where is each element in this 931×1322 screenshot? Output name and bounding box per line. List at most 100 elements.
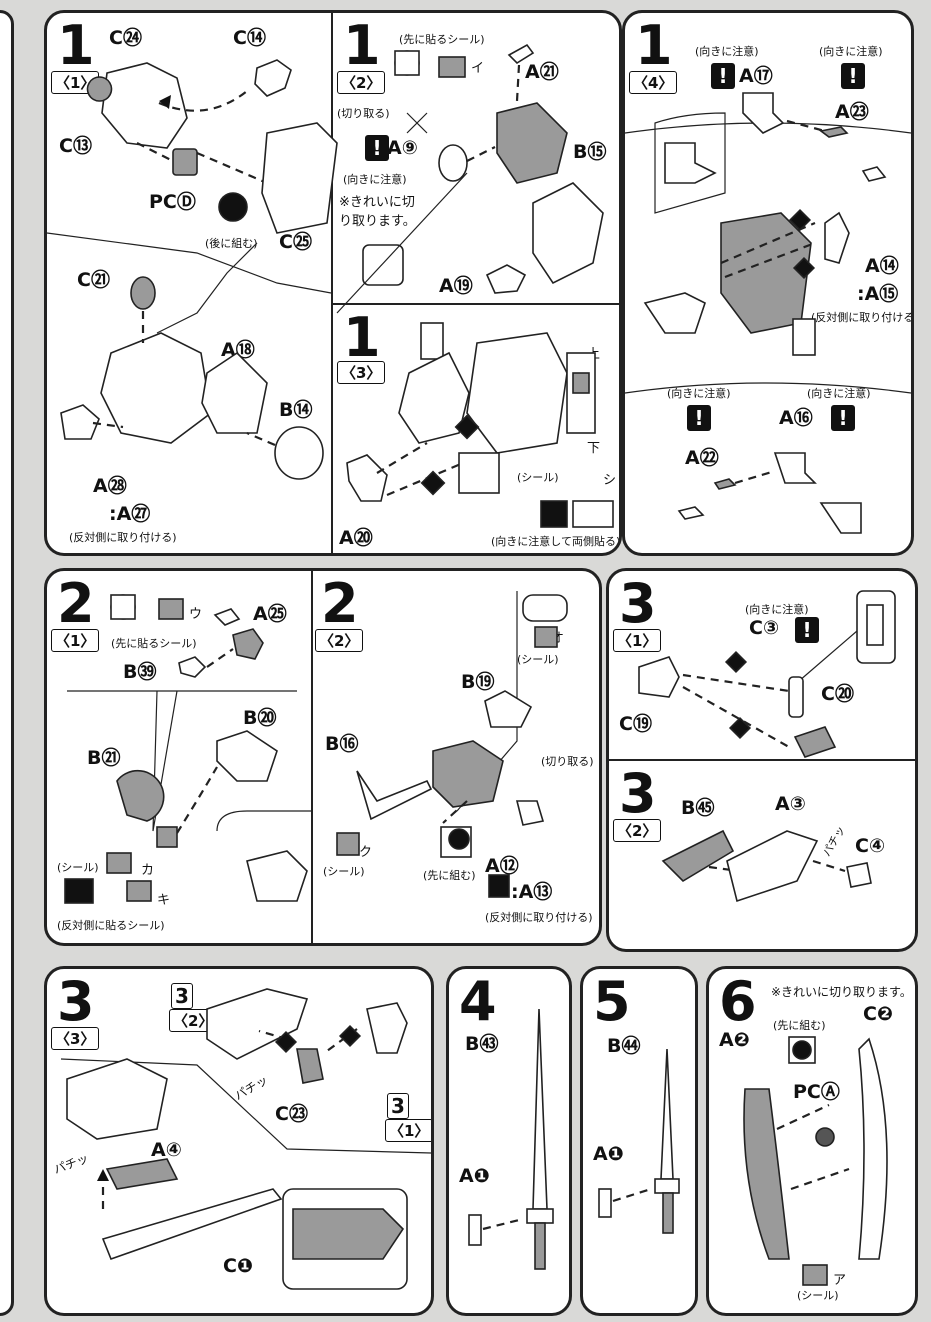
left-edge-panel <box>0 10 14 1316</box>
b15-part <box>496 102 568 184</box>
a-top-part <box>366 1002 408 1054</box>
a16-part <box>773 452 817 484</box>
part-label-b20: B⑳ <box>243 707 277 729</box>
sub-step: 〈2〉 <box>315 629 364 652</box>
note-opposite-sticker: (反対側に貼るシール) <box>57 919 165 932</box>
part-label-c4: C④ <box>855 835 886 857</box>
part-label-b39: B㊴ <box>123 661 157 683</box>
part-label-b16: B⑯ <box>325 733 359 755</box>
sticker-i: イ <box>471 61 485 76</box>
step-number: 6 <box>719 970 757 1033</box>
sticker-u: ウ <box>189 607 203 622</box>
part-label-a28: A㉘ <box>93 475 127 497</box>
part-label-b43: B㊸ <box>465 1033 499 1055</box>
part-label-b44: B㊹ <box>607 1035 641 1057</box>
part-label-b21: B㉑ <box>87 747 121 769</box>
part-label-a12: A⑫ <box>485 855 519 877</box>
note-orientation: (向きに注意) <box>819 45 883 58</box>
panel-step1-body: 1 〈1〉 C㉔ C⑭ C⑬ PCⒹ C㉕ (後に組む) C㉑ A⑱ B⑭ A㉘… <box>44 10 622 556</box>
a25-part <box>232 628 264 660</box>
step-number: 2 <box>57 572 95 635</box>
part-label-b19: B⑲ <box>461 671 495 693</box>
panel-step1-sub4: 1 〈4〉 (向きに注意) (向きに注意) A⑰ A㉓ A⑭ :A⑮ (反対側に… <box>622 10 914 556</box>
sticker-a: ア <box>833 1273 847 1288</box>
note-sticker: (シール) <box>517 653 559 666</box>
note-assemble-first: (先に組む) <box>773 1019 826 1032</box>
note-both-sides: (向きに注意して両側貼る) <box>491 535 621 548</box>
note-orientation: (向きに注意) <box>343 173 407 186</box>
step6-illustrations <box>743 1036 888 1286</box>
step-number: 3 <box>619 572 657 635</box>
warning-icon: ! <box>795 617 819 643</box>
warning-icon: ! <box>687 405 711 431</box>
part-label-a21: A㉑ <box>525 61 559 83</box>
part-label-b14: B⑭ <box>279 399 313 421</box>
shoulder-assembly <box>532 182 604 285</box>
a3-part <box>726 830 819 903</box>
part-label-a22: A㉒ <box>685 447 719 469</box>
part-label-a14: A⑭ <box>865 255 899 277</box>
part-label-a4: A④ <box>151 1139 182 1161</box>
part-label-c19: C⑲ <box>619 713 652 735</box>
step4-illustrations <box>468 1008 554 1270</box>
c2-wing <box>858 1037 888 1260</box>
part-label-a3: A③ <box>775 793 806 815</box>
b20-part <box>216 730 278 782</box>
part-label-c14: C⑭ <box>233 27 266 49</box>
part-label-a16: A⑯ <box>779 407 813 429</box>
part-label-a27: :A㉗ <box>109 503 151 525</box>
note-cut-clean: ※きれいに切り取ります。 <box>771 985 912 999</box>
note-attach-back: (後に組む) <box>205 237 258 250</box>
sub-step: 〈1〉 <box>51 629 100 652</box>
part-label-a9: A⑨ <box>387 137 418 159</box>
part-label-c23: C㉓ <box>275 1103 308 1125</box>
step-number: 1 <box>343 306 381 369</box>
note-sticker: (シール) <box>797 1289 839 1302</box>
step3-sub1-illustrations <box>638 590 896 903</box>
a17-part <box>742 92 785 134</box>
b44-blade <box>660 1048 674 1180</box>
note-attach-opposite: (反対側に取り付ける) <box>811 311 914 324</box>
note-orientation: (向きに注意) <box>745 603 809 616</box>
c20-part <box>793 726 837 758</box>
part-label-a20: A⑳ <box>339 527 373 549</box>
torso-side <box>720 212 812 334</box>
part-label-c3: C③ <box>749 617 780 639</box>
warning-icon: ! <box>841 63 865 89</box>
c23-part <box>296 1048 324 1084</box>
divider-h <box>609 759 915 761</box>
note-cut-off: (切り取る) <box>541 755 594 768</box>
sticker-ki: キ <box>157 893 171 908</box>
step1-sub4-illustrations <box>625 92 911 534</box>
label-bottom: 下 <box>587 441 601 456</box>
a14-part <box>824 211 850 264</box>
torso-assembly <box>100 332 212 444</box>
note-orientation: (向きに注意) <box>667 387 731 400</box>
panel-step4: 4 B㊸ A❶ <box>446 966 572 1316</box>
note-cut-clean: ※きれいに切り取ります。 <box>339 195 416 229</box>
part-label-a13: :A⑬ <box>511 881 553 903</box>
part-label-a17: A⑰ <box>739 65 773 87</box>
note-stick-first: (先に貼るシール) <box>111 637 197 650</box>
note-cut-off: (切り取る) <box>337 107 390 120</box>
panel-step3-sub1-sub2: 3 〈1〉 (向きに注意) C③ C⑳ C⑲ ! 3 〈2〉 B㊺ A③ C④ … <box>606 568 918 952</box>
part-label-a23: A㉓ <box>835 101 869 123</box>
note-attach-opposite: (反対側に取り付ける) <box>485 911 593 924</box>
sticker-shi: シ <box>603 473 617 488</box>
step-number: 2 <box>321 572 359 635</box>
part-label-c2: C❷ <box>863 1003 894 1025</box>
ref-step-3-1: 〈1〉 <box>385 1119 431 1142</box>
ref-step-3-2: 〈2〉 <box>169 1009 218 1032</box>
sub-step: 〈2〉 <box>337 71 386 94</box>
step1-illustrations <box>47 43 614 528</box>
c19-part <box>638 656 680 698</box>
torso-core <box>466 332 568 454</box>
part-label-a1: A❶ <box>593 1143 624 1165</box>
part-label-a15: :A⑮ <box>857 283 899 305</box>
note-orientation: (向きに注意) <box>695 45 759 58</box>
a28-part <box>60 404 100 440</box>
note-sticker: (シール) <box>57 861 99 874</box>
warning-icon: ! <box>831 405 855 431</box>
part-label-a1: A❶ <box>459 1165 490 1187</box>
ref-step-3-1: 3 <box>387 1093 409 1119</box>
